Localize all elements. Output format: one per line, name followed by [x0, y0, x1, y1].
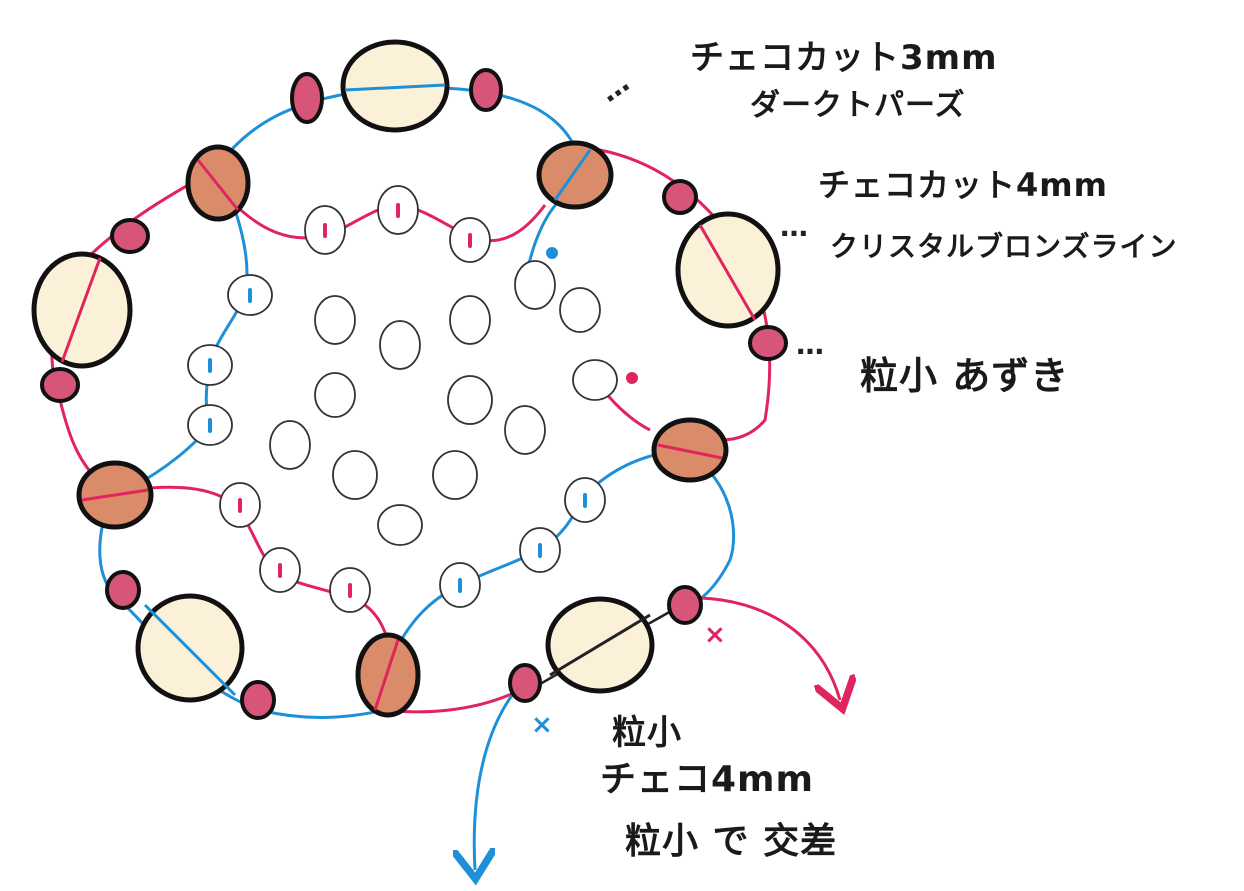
azuki-bead	[105, 570, 141, 610]
leader-dots-2: …	[780, 210, 811, 243]
thread-marks	[208, 203, 587, 598]
seed-bead	[449, 295, 491, 345]
label-dark-topaz: ダークトパーズ	[750, 88, 966, 123]
azuki-bead	[748, 325, 788, 361]
seed-bead	[377, 504, 423, 546]
azuki-bead	[508, 663, 542, 703]
cream-bead	[675, 211, 781, 329]
exit-red-thread	[699, 596, 840, 700]
label-small-bead: 粒小	[612, 713, 682, 753]
azuki-bead	[667, 585, 703, 625]
azuki-bead	[662, 179, 698, 215]
seed-bead	[447, 375, 493, 425]
red-start-dot	[626, 372, 638, 384]
seed-bead	[504, 405, 546, 455]
azuki-bead	[240, 680, 276, 720]
azuki-beads	[40, 68, 788, 720]
seed-bead	[332, 450, 378, 500]
label-czech-cut-4mm: チェコカット4mm	[818, 166, 1108, 204]
cream-bead-threads	[60, 83, 757, 697]
cream-beads	[31, 39, 781, 703]
blue-cross-mark: ×	[531, 710, 553, 740]
label-czech-4mm: チェコ4mm	[600, 759, 815, 800]
azuki-bead	[110, 218, 150, 254]
azuki-bead	[469, 68, 503, 112]
seed-bead	[379, 320, 421, 370]
topaz-bead-threads	[81, 149, 723, 711]
seed-bead	[572, 359, 618, 401]
label-crystal-bronze-line: クリスタルブロンズライン	[830, 230, 1178, 263]
seed-bead	[559, 287, 601, 333]
red-cross-mark: ×	[704, 620, 726, 650]
outer-red-thread	[599, 148, 772, 442]
seed-bead	[432, 450, 478, 500]
azuki-bead	[40, 367, 80, 403]
azuki-bead	[290, 72, 324, 124]
blue-start-dot	[546, 247, 558, 259]
seed-bead	[269, 420, 311, 470]
leader-dots-3: …	[796, 328, 827, 361]
seed-bead	[514, 260, 556, 310]
topaz-bead	[536, 140, 614, 210]
inner-blue-thread-left	[129, 209, 249, 490]
seed-bead	[314, 295, 356, 345]
seed-bead	[314, 372, 356, 418]
label-czech-cut-3mm: チェコカット3mm	[690, 38, 998, 78]
label-cross-at-small-bead: 粒小 で 交差	[625, 821, 838, 862]
label-small-azuki: 粒小 あずき	[860, 354, 1070, 398]
center-seed-beads	[269, 295, 546, 546]
exit-blue-thread	[474, 684, 522, 870]
